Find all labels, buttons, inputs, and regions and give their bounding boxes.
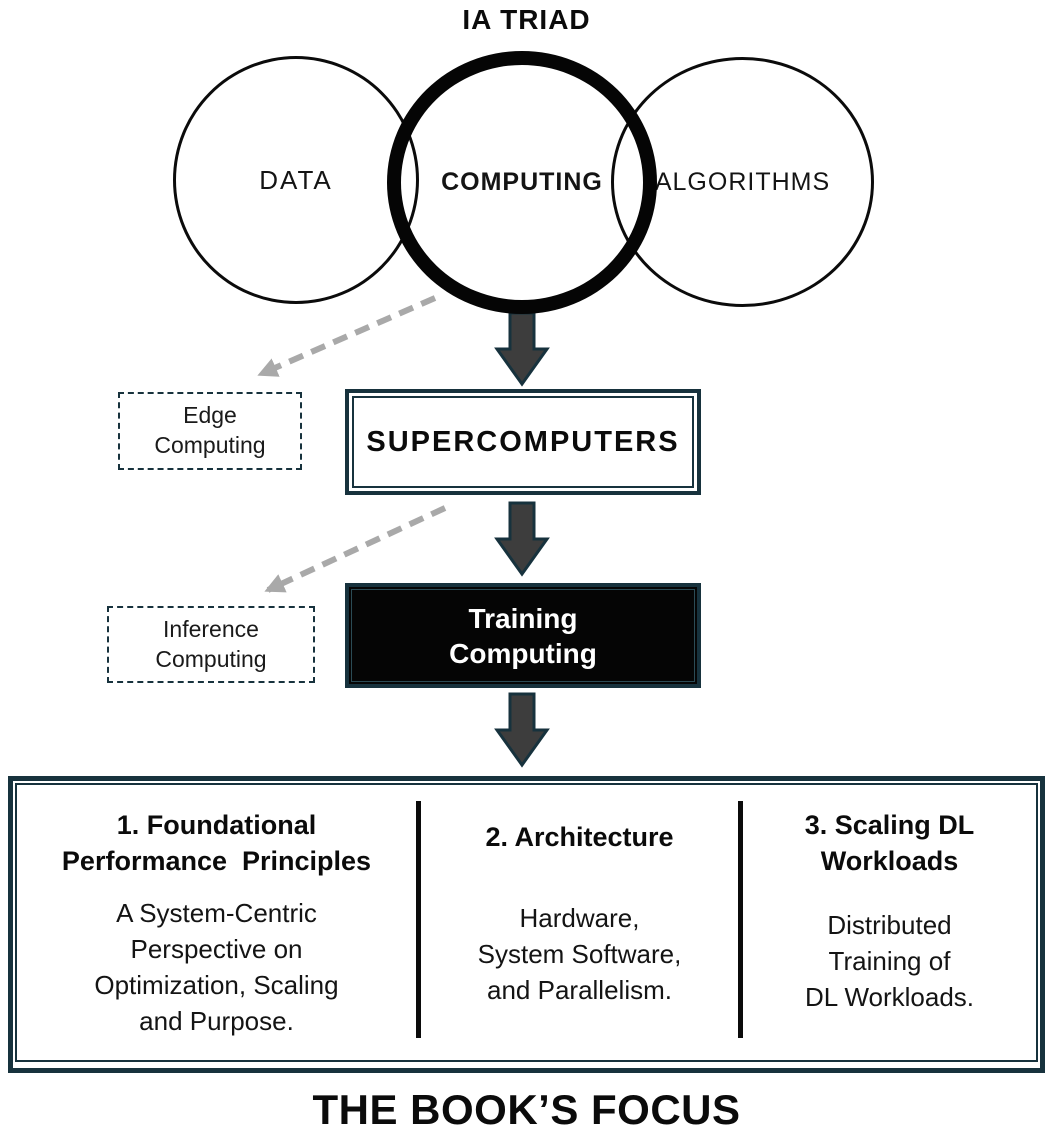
- inference-computing-box: Inference Computing: [107, 606, 315, 683]
- book-focus-caption: THE BOOK’S FOCUS: [312, 1086, 741, 1133]
- edge-computing-box: Edge Computing: [118, 392, 302, 470]
- supercomputers-label: SUPERCOMPUTERS: [352, 396, 694, 488]
- training-computing-box: Training Computing: [345, 583, 701, 688]
- focus-column-3: 3. Scaling DL Workloads Distributed Trai…: [743, 785, 1036, 1060]
- focus-column-2-body: Hardware, System Software, and Paralleli…: [477, 903, 682, 1006]
- training-computing-label: Training Computing: [351, 589, 695, 682]
- down-arrow-icon: [494, 501, 550, 577]
- column-divider: [416, 801, 421, 1038]
- data-circle: DATA: [173, 56, 419, 304]
- edge-computing-label: Edge Computing: [154, 402, 266, 458]
- focus-column-3-heading: 3. Scaling DL Workloads: [804, 810, 975, 877]
- data-circle-label: DATA: [259, 164, 333, 195]
- focus-column-2-heading: 2. Architecture: [485, 822, 674, 852]
- down-arrow-icon: [494, 692, 550, 768]
- inference-computing-label: Inference Computing: [155, 615, 267, 672]
- ia-triad-title: IA TRIAD: [462, 4, 591, 35]
- computing-circle: COMPUTING: [387, 51, 657, 314]
- supercomputers-box: SUPERCOMPUTERS: [345, 389, 701, 495]
- column-divider: [738, 801, 743, 1038]
- focus-column-2: 2. Architecture Hardware, System Softwar…: [421, 785, 738, 1060]
- focus-column-3-body: Distributed Training of DL Workloads.: [804, 909, 975, 1012]
- book-focus-box: 1. Foundational Performance Principles A…: [8, 776, 1045, 1073]
- algorithms-circle-label: ALGORITHMS: [654, 167, 831, 196]
- down-arrow-icon: [494, 311, 550, 387]
- dashed-arrow-inference-icon: [264, 505, 447, 593]
- computing-circle-label: COMPUTING: [441, 168, 603, 196]
- focus-column-1: 1. Foundational Performance Principles A…: [17, 785, 416, 1060]
- dashed-arrow-edge-icon: [257, 295, 437, 377]
- focus-column-1-body: A System-Centric Perspective on Optimiza…: [94, 897, 339, 1036]
- focus-column-1-heading: 1. Foundational Performance Principles: [61, 810, 372, 877]
- book-focus-box-inner: 1. Foundational Performance Principles A…: [15, 783, 1038, 1062]
